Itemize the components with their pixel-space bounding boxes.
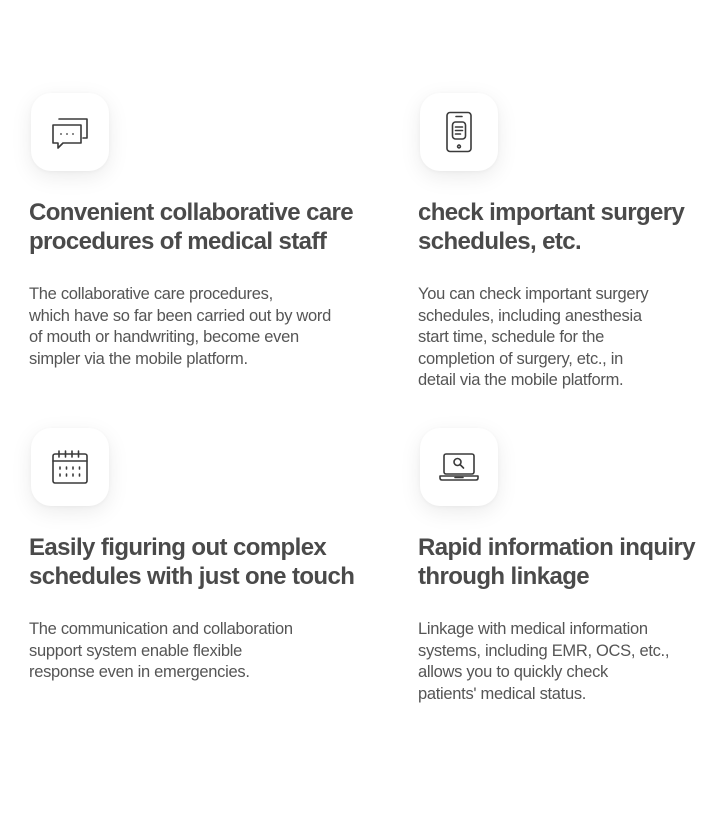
chat-bubbles-icon <box>31 93 109 171</box>
feature-title: Easily figuring out complex schedules wi… <box>29 534 355 590</box>
feature-description: The collaborative care procedures, which… <box>29 285 331 368</box>
feature-surgery-schedules: check important surgery schedules, etc. … <box>418 93 710 392</box>
feature-description: The communication and collaboration supp… <box>29 620 293 681</box>
feature-complex-schedules: Easily figuring out complex schedules wi… <box>29 428 389 684</box>
feature-title: Convenient collaborative care procedures… <box>29 199 354 255</box>
feature-collaborative-care: Convenient collaborative care procedures… <box>29 93 389 370</box>
feature-information-inquiry: Rapid information inquiry through linkag… <box>418 428 710 705</box>
feature-title: Rapid information inquiry through linkag… <box>418 534 696 590</box>
feature-title: check important surgery schedules, etc. <box>418 199 685 255</box>
mobile-phone-icon <box>420 93 498 171</box>
feature-description: Linkage with medical information systems… <box>418 620 670 703</box>
laptop-search-icon <box>420 428 498 506</box>
feature-description: You can check important surgery schedule… <box>418 285 649 389</box>
calendar-icon <box>31 428 109 506</box>
